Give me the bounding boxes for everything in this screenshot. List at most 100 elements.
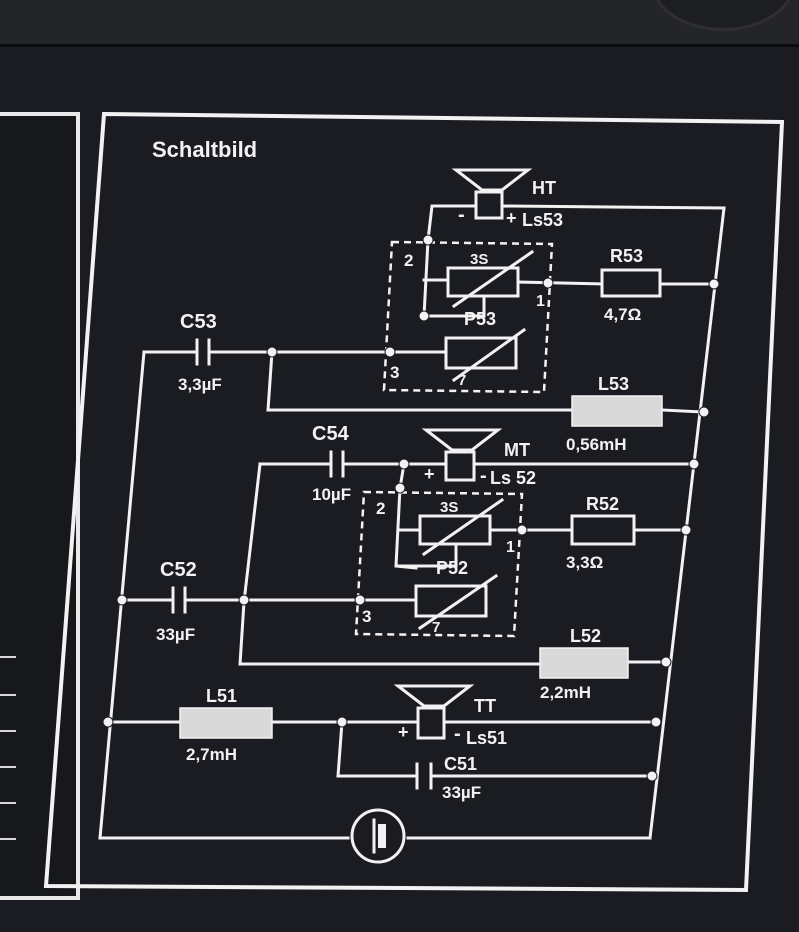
p52-pin: 1 xyxy=(506,539,515,556)
junction-dot xyxy=(418,310,430,322)
potentiometer-p53-symbol xyxy=(444,249,535,383)
junction-dot xyxy=(384,346,396,358)
junction-dot xyxy=(238,594,250,606)
adjacent-panel-frame xyxy=(0,112,80,900)
p53-pin: 2 xyxy=(404,251,413,270)
wire-ht-minus xyxy=(422,204,476,318)
junction-dots xyxy=(102,234,720,782)
l52-label: L52 xyxy=(570,626,601,646)
c54-label: C54 xyxy=(312,423,350,445)
coil-l52-symbol xyxy=(539,647,629,679)
speaker-mt-ref: Ls 52 xyxy=(490,468,536,488)
speaker-mt-symbol xyxy=(421,428,503,482)
speaker-tt-label: TT xyxy=(474,696,496,716)
junction-dot xyxy=(102,716,114,728)
speaker-mt-minus: - xyxy=(480,465,487,487)
speaker-tt-symbol xyxy=(393,684,475,740)
ground-symbol xyxy=(350,808,406,864)
p53-pin: 1 xyxy=(536,293,545,310)
junction-dot xyxy=(708,278,720,290)
capacitor-c51-symbol xyxy=(415,762,433,790)
l51-label: L51 xyxy=(206,686,237,706)
c51-value: 33µF xyxy=(442,783,481,802)
p53-pin: 3 xyxy=(390,363,399,382)
c54-value: 10µF xyxy=(312,485,351,504)
wire-p53-wiper xyxy=(516,280,606,286)
schematic-frame xyxy=(43,111,785,893)
bezel-seam xyxy=(0,44,799,47)
scale-tick xyxy=(0,802,16,804)
potentiometer-p52-symbol xyxy=(394,497,505,631)
speaker-ht-plus: + xyxy=(506,208,517,228)
speaker-tt-minus: - xyxy=(454,723,461,745)
p53-pin: 3S xyxy=(470,251,488,268)
junction-dot xyxy=(650,716,662,728)
p52-label: P52 xyxy=(436,558,468,578)
r52-value: 3,3Ω xyxy=(566,553,603,572)
wire-ht-plus xyxy=(500,204,726,210)
junction-dot xyxy=(542,277,554,289)
diagram-title: Schaltbild xyxy=(152,137,257,162)
wire-l53-feed xyxy=(266,350,574,412)
speaker-tt-ref: Ls51 xyxy=(466,728,507,748)
p53-enclosure xyxy=(382,240,554,394)
resistor-r52-symbol xyxy=(570,514,636,546)
l53-label: L53 xyxy=(598,374,629,394)
l53-value: 0,56mH xyxy=(566,435,626,454)
speaker-ht-ref: Ls53 xyxy=(522,210,563,230)
scale-tick xyxy=(0,730,16,732)
speaker-tt-plus: + xyxy=(398,722,409,742)
resistor-r53-symbol xyxy=(600,268,662,298)
c53-value: 3,3µF xyxy=(178,375,222,394)
r52-label: R52 xyxy=(586,494,619,514)
junction-dot xyxy=(266,346,278,358)
scale-tick xyxy=(0,766,16,768)
junction-dot xyxy=(394,482,406,494)
capacitor-c52-symbol xyxy=(171,586,187,614)
r53-label: R53 xyxy=(610,246,643,266)
junction-dot xyxy=(422,234,434,246)
c51-label: C51 xyxy=(444,754,477,774)
scale-tick xyxy=(0,656,16,658)
coil-l51-symbol xyxy=(179,707,273,739)
p52-pin: 2 xyxy=(376,499,385,518)
junction-dot xyxy=(516,524,528,536)
capacitor-c53-symbol xyxy=(195,338,211,366)
junction-dot xyxy=(660,656,672,668)
p53-pin: 7 xyxy=(458,372,466,389)
c52-label: C52 xyxy=(160,559,197,581)
r53-value: 4,7Ω xyxy=(604,305,641,324)
junction-dot xyxy=(698,406,710,418)
wire-mt-feed xyxy=(394,462,418,570)
wire-l53-out xyxy=(660,408,706,414)
wire-c51-loop xyxy=(336,720,418,778)
junction-dot xyxy=(398,458,410,470)
speaker-ht-symbol xyxy=(451,168,533,220)
p52-pin: 7 xyxy=(432,619,440,636)
l52-value: 2,2mH xyxy=(540,683,591,702)
wire-right-rail xyxy=(648,206,726,840)
junction-dot xyxy=(116,594,128,606)
c52-value: 33µF xyxy=(156,625,195,644)
c53-label: C53 xyxy=(180,311,217,333)
junction-dot xyxy=(354,594,366,606)
capacitor-c54-symbol xyxy=(329,450,345,478)
speaker-ht-label: HT xyxy=(532,178,556,198)
scale-tick xyxy=(0,838,16,840)
junction-dot xyxy=(688,458,700,470)
p52-pin: 3S xyxy=(440,499,458,516)
speaker-mt-label: MT xyxy=(504,440,530,460)
junction-dot xyxy=(336,716,348,728)
wire-mt-left-drop xyxy=(238,462,542,666)
scale-tick xyxy=(0,694,16,696)
junction-dot xyxy=(680,524,692,536)
junction-dot xyxy=(646,770,658,782)
p52-enclosure xyxy=(354,490,524,638)
speaker-mt-plus: + xyxy=(424,464,435,484)
p52-pin: 3 xyxy=(362,607,371,626)
p53-label: P53 xyxy=(464,309,496,329)
l51-value: 2,7mH xyxy=(186,745,237,764)
coil-l53-symbol xyxy=(571,395,663,427)
speaker-ht-minus: - xyxy=(458,204,465,226)
